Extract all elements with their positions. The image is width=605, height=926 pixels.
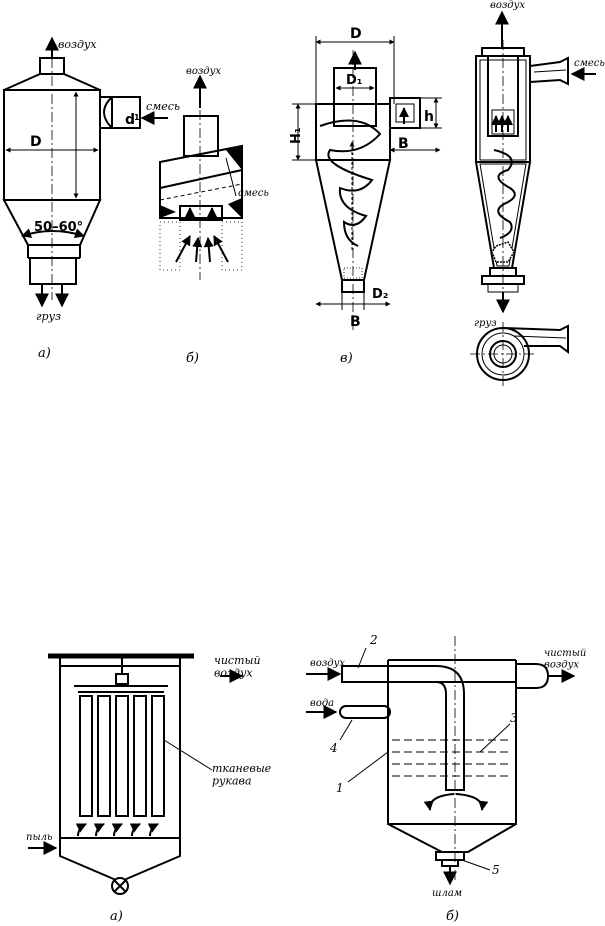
num-2-leader <box>357 647 367 669</box>
plan-inlet <box>502 324 569 354</box>
bag-sleeves <box>79 695 165 817</box>
mix-label: смесь <box>146 100 180 113</box>
caption-bottom-a: а) <box>110 909 123 924</box>
fig-top-b-louvre-separator: воздух смесь б) <box>159 66 269 366</box>
mix-leader <box>225 157 237 197</box>
inlet-box <box>389 97 421 129</box>
vortex-spiral <box>319 119 382 247</box>
exhaust-tube <box>183 115 219 157</box>
caption-top-b: б) <box>186 351 199 366</box>
fig-top-d-cyclone-section: воздух смесь груз <box>470 0 605 386</box>
fig-top-c-cyclone-schema: D D₁ h B H₁ D₂ B в) <box>289 26 442 366</box>
dust-label: пыль <box>26 832 52 843</box>
bag-1 <box>79 695 93 817</box>
d1-label: d <box>125 112 135 128</box>
bag-3 <box>115 695 129 817</box>
water-label: вода <box>310 698 334 709</box>
cone-hopper <box>387 823 517 853</box>
inlet-bend-pipe <box>341 665 465 791</box>
inlet-inner-line <box>533 69 567 73</box>
fig-top-a-settling-chamber: воздух смесь d 1 D 50–60° груз а) <box>2 36 180 361</box>
h-label: h <box>424 109 434 125</box>
valve-x-2 <box>113 879 127 893</box>
inflow-arrow-1 <box>175 235 191 263</box>
outlet-pipe <box>29 257 77 285</box>
num-2: 2 <box>369 633 378 647</box>
num-3-leader <box>479 723 511 753</box>
B-inlet-label: B <box>398 136 409 152</box>
H1-label: H₁ <box>289 127 304 144</box>
vane-3 <box>160 205 176 218</box>
num-5: 5 <box>492 863 500 877</box>
air-label: воздух <box>490 0 525 11</box>
num-1: 1 <box>336 781 344 795</box>
inlet-vane <box>226 146 242 170</box>
inlet-nozzle <box>529 56 569 86</box>
hopper <box>59 838 181 881</box>
mix-label: смесь <box>574 58 605 69</box>
vane-1 <box>159 169 243 189</box>
vortex-spiral <box>493 149 516 239</box>
bag-5 <box>151 695 165 817</box>
sludge-label: шлам <box>432 888 462 899</box>
d1-sub: 1 <box>134 113 140 122</box>
inlet-transition <box>100 96 115 129</box>
inflow-arrow-2 <box>192 237 203 263</box>
particle-pattern-left <box>159 221 181 271</box>
num-5-leader <box>461 859 491 871</box>
D2-label: D₂ <box>372 287 389 302</box>
inflow-arrow-3 <box>203 237 214 263</box>
mix-label: смесь <box>238 188 269 199</box>
num-1-leader <box>347 751 389 783</box>
B-bottom-label: B <box>350 314 361 330</box>
plan-inlet-line <box>513 335 567 339</box>
hanger-block <box>115 673 129 685</box>
inflow-arrow-4 <box>213 235 229 263</box>
load-label: груз <box>474 318 497 329</box>
bag-4 <box>133 695 147 817</box>
D-label: D <box>350 26 362 42</box>
particle-pattern-right <box>221 221 243 271</box>
vane-4 <box>228 198 242 218</box>
num-4-leader <box>339 719 353 741</box>
load-label: груз <box>36 310 61 323</box>
dust-flow-arrows <box>75 823 159 837</box>
bubble-arrow-l <box>423 793 455 811</box>
caption-top-c: в) <box>340 351 353 366</box>
inner-cup <box>179 205 223 221</box>
inlet-pipe <box>111 96 141 129</box>
bag-2 <box>97 695 111 817</box>
air-label: воздух <box>186 66 221 77</box>
sludge-valve <box>441 859 459 867</box>
vane-2 <box>159 183 243 201</box>
D1-label: D₁ <box>346 73 363 88</box>
caption-top-a: а) <box>38 346 51 361</box>
num-3: 3 <box>510 711 518 725</box>
sleeves-leader <box>163 739 213 771</box>
scrubber-tank <box>387 681 517 825</box>
sludge-valve-flange <box>435 851 465 861</box>
D-label: D <box>30 134 42 150</box>
housing <box>59 665 181 839</box>
bubble-arrow-r <box>455 793 489 811</box>
air-label: воздух <box>58 38 97 51</box>
water-pipe <box>339 705 391 719</box>
caption-bottom-b: б) <box>446 909 459 924</box>
air-label: воздух <box>310 658 345 669</box>
num-4: 4 <box>329 741 338 755</box>
angle-arc <box>21 228 85 239</box>
